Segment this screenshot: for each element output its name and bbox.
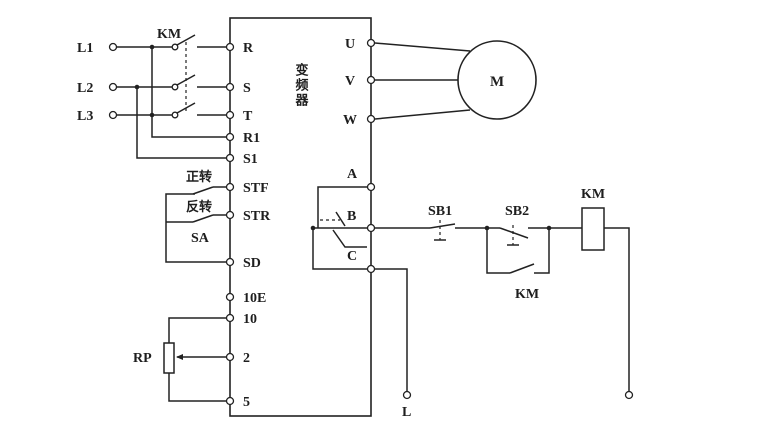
terminal-10: [225, 313, 235, 323]
terminal-stf-label: STF: [243, 181, 269, 196]
terminal-str-label: STR: [243, 209, 271, 224]
terminal-r: [225, 42, 235, 52]
l3-terminal: [108, 110, 118, 120]
terminal-v: [366, 75, 376, 85]
terminal-r-label: R: [243, 41, 254, 56]
km-main-label: KM: [157, 27, 181, 42]
terminal-stf: [225, 182, 235, 192]
terminal-s: [225, 82, 235, 92]
motor-label: M: [490, 74, 504, 90]
terminal-sd: [225, 257, 235, 267]
l1-label: L1: [77, 41, 93, 56]
pot-label: RP: [133, 351, 152, 366]
terminal-t-label: T: [243, 109, 253, 124]
l3-label: L3: [77, 109, 93, 124]
terminal-5-label: 5: [243, 395, 250, 410]
terminal-w-label: W: [343, 113, 357, 128]
terminal-2-label: 2: [243, 351, 250, 366]
inverter-title: 变频器: [293, 62, 310, 108]
sb2-label: SB2: [505, 204, 529, 219]
terminal-2: [225, 352, 235, 362]
terminal-10e: [225, 292, 235, 302]
motor: M: [374, 40, 537, 120]
terminal-b-label: B: [347, 209, 356, 224]
terminal-r1: [225, 132, 235, 142]
pot-resistor: [163, 342, 175, 374]
km-coil: [581, 207, 605, 251]
km-aux-label: KM: [515, 287, 539, 302]
terminal-v-label: V: [345, 74, 355, 89]
control-circuit: SB1 SB2 KM KM L: [375, 187, 634, 420]
km-coil-label: KM: [581, 187, 605, 202]
terminal-r1-label: R1: [243, 131, 260, 146]
l2-label: L2: [77, 81, 93, 96]
terminal-b: [366, 223, 376, 233]
terminal-u: [366, 38, 376, 48]
forward-label: 正转: [186, 169, 212, 185]
fault-relay-contacts: [310, 186, 367, 270]
l-terminal-label: L: [402, 405, 411, 420]
terminal-a-label: A: [347, 167, 358, 182]
terminal-a: [366, 182, 376, 192]
terminal-s-label: S: [243, 81, 251, 96]
control-return-terminal: [624, 390, 634, 400]
terminal-str: [225, 210, 235, 220]
terminal-s1: [225, 153, 235, 163]
terminal-t: [225, 110, 235, 120]
l1-terminal: [108, 42, 118, 52]
selector-switch: 正转 反转 SA: [165, 169, 226, 263]
terminal-5: [225, 396, 235, 406]
terminal-10-label: 10: [243, 312, 257, 327]
supply-lines: L1 L2 L3: [77, 41, 228, 159]
terminal-10e-label: 10E: [243, 291, 266, 306]
terminal-c-label: C: [347, 249, 357, 264]
terminal-s1-label: S1: [243, 152, 258, 167]
sb1-label: SB1: [428, 204, 452, 219]
km-main-contacts: KM: [157, 27, 228, 119]
motor-circle: [457, 40, 537, 120]
terminal-u-label: U: [345, 37, 355, 52]
left-terminals: R S T R1 S1 STF STR SD 10E 10 2 5: [225, 41, 271, 410]
reverse-label: 反转: [186, 199, 212, 215]
terminal-w: [366, 114, 376, 124]
terminal-sd-label: SD: [243, 256, 261, 271]
right-terminals: U V W A B C: [343, 37, 376, 274]
l2-terminal: [108, 82, 118, 92]
potentiometer: RP: [133, 317, 226, 402]
inverter-box: [229, 17, 372, 417]
selector-label: SA: [191, 231, 210, 246]
l-terminal: [402, 390, 412, 400]
terminal-c: [366, 264, 376, 274]
